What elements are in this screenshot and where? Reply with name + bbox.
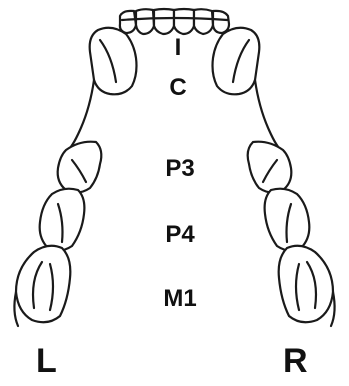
incisor-tooth [213, 11, 229, 33]
molar1-label: M1 [150, 287, 210, 311]
incisor-tooth [194, 9, 213, 34]
canine-label: C [148, 76, 208, 100]
left-canine-tooth [90, 28, 137, 95]
incisor-tooth [174, 9, 194, 34]
premolar4-label: P4 [150, 223, 210, 247]
right-side-label: R [283, 344, 308, 378]
incisor-tooth [120, 11, 136, 33]
premolar3-label: P3 [150, 157, 210, 181]
right-canine-tooth [213, 28, 260, 95]
left-p3-tooth [58, 142, 102, 193]
incisor-tooth [136, 9, 154, 34]
left-m1-tooth [16, 246, 70, 323]
incisor-row [120, 9, 229, 34]
left-side-label: L [36, 344, 57, 378]
right-m1-tooth [279, 246, 333, 323]
right-p3-tooth [248, 142, 292, 193]
incisor-label: I [148, 36, 208, 60]
incisor-tooth [154, 9, 174, 34]
